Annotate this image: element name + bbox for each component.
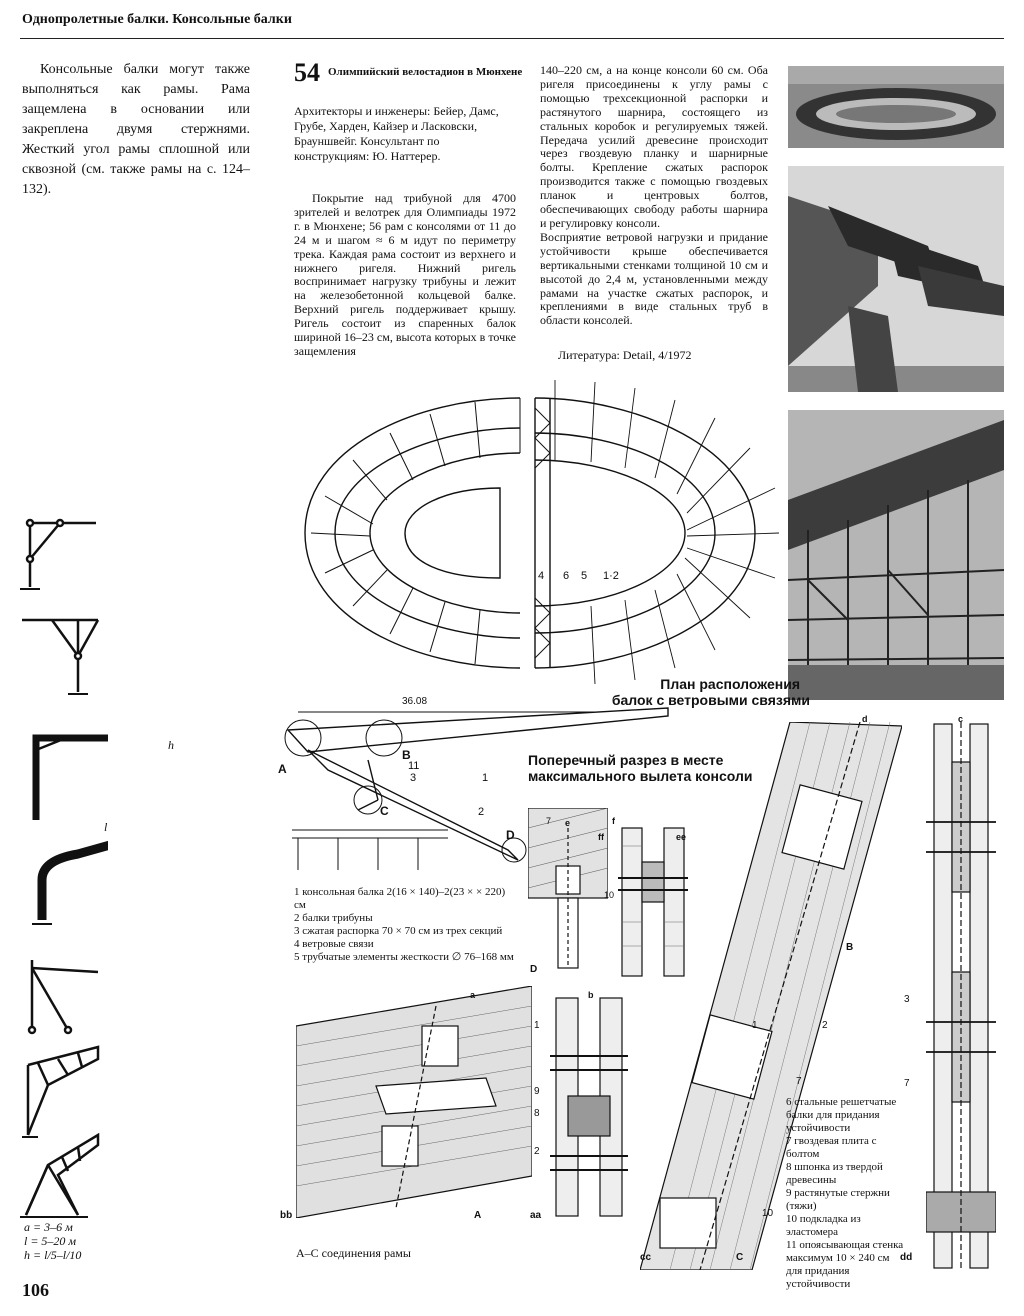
label-a: a xyxy=(470,990,476,1000)
legend-item: 10 подкладка из эластомера xyxy=(786,1213,861,1238)
diagram-rigid-corner xyxy=(32,734,138,820)
label-ff: ff xyxy=(598,832,604,842)
detail-aa-section xyxy=(548,996,630,1218)
section-point-a: A xyxy=(278,762,287,776)
section-caption-line-1: Поперечный разрез в месте xyxy=(528,752,724,768)
section-num-3: 3 xyxy=(410,772,417,784)
label-9-aa: 9 xyxy=(534,1086,540,1097)
label-2-beam: 2 xyxy=(822,1020,828,1031)
detail-joint-a xyxy=(295,985,533,1219)
legend-item: 8 шпонка из твердой древесины xyxy=(786,1161,883,1186)
page-number: 106 xyxy=(22,1280,49,1300)
section-point-b: B xyxy=(402,748,411,762)
label-3-dd: 3 xyxy=(904,994,910,1005)
label-D: D xyxy=(530,964,538,975)
diagram-t-frame xyxy=(22,618,100,695)
dim-a: a = 3–6 м xyxy=(24,1220,73,1234)
plan-label-6: 6 xyxy=(563,570,570,582)
label-aa: aa xyxy=(530,1210,542,1221)
plan-label-12: 1·2 xyxy=(603,570,619,582)
diagram-strut-cantilever xyxy=(20,518,96,590)
plan-left-half xyxy=(304,397,521,669)
body-text-column-1: Покрытие над трибуной для 4700 зрителей … xyxy=(294,191,517,358)
header-rule xyxy=(20,38,1004,39)
photo-stadium-aerial xyxy=(788,66,1004,148)
joints-caption: А–С соединения рамы xyxy=(296,1246,411,1260)
label-d: d xyxy=(862,714,868,724)
dim-l: l = 5–20 м xyxy=(24,1234,77,1248)
section-num-11: 11 xyxy=(408,760,420,772)
legend-item: 4 ветровые связи xyxy=(294,938,374,950)
label-B-beam: B xyxy=(846,942,854,953)
legend-item: 5 трубчатые элементы жесткости ∅ 76–168 … xyxy=(294,951,514,963)
legend-right: 6 стальные решетчатые балки для придания… xyxy=(786,1096,904,1291)
section-drawing: 36.08 A B C D 11 3 1 2 xyxy=(278,696,678,880)
detail-beam-bc xyxy=(639,721,903,1271)
wind-bracing xyxy=(534,398,551,668)
project-number: 54 xyxy=(294,58,320,87)
plan-caption-line-2: балок с ветровыми связями xyxy=(611,692,810,708)
label-8-aa: 8 xyxy=(534,1108,540,1119)
detail-d-section xyxy=(527,807,609,978)
label-10-beam: 10 xyxy=(762,1208,774,1219)
label-10-ee: 10 xyxy=(604,890,615,900)
label-2-aa: 2 xyxy=(534,1146,540,1157)
section-point-c: C xyxy=(380,804,389,818)
legend-left: 1 консольная балка 2(16 × 140)–2(23 × × … xyxy=(294,886,516,964)
label-dd: dd xyxy=(900,1252,913,1263)
legend-item: 3 сжатая распорка 70 × 70 см из трех сек… xyxy=(294,925,503,937)
diagram-truss-cantilever xyxy=(22,1045,100,1138)
legend-item: 9 растянутые стержни (тяжи) xyxy=(786,1187,890,1212)
label-cc: cc xyxy=(640,1252,652,1263)
intro-paragraph: Консольные балки могут также выполняться… xyxy=(22,62,250,197)
dim-label-l: l xyxy=(104,820,108,834)
diagram-space-truss xyxy=(20,1132,100,1218)
label-1-aa: 1 xyxy=(534,1020,540,1031)
label-C-beam: C xyxy=(736,1252,744,1263)
plan-caption: План расположения балок с ветровыми связ… xyxy=(588,676,810,708)
section-num-1: 1 xyxy=(482,772,489,784)
section-caption-line-2: максимального вылета консоли xyxy=(528,768,753,784)
legend-item: 2 балки трибуны xyxy=(294,912,373,924)
label-1-beam: 1 xyxy=(752,1020,758,1031)
label-7-beam: 7 xyxy=(796,1076,802,1087)
photo-construction-scaffolding xyxy=(788,410,1004,700)
plan-label-4: 4 xyxy=(538,570,545,582)
diagram-curved-corner xyxy=(32,835,130,925)
diagram-pinned-strut xyxy=(27,960,99,1035)
label-7-d: 7 xyxy=(546,816,552,826)
label-7-dd: 7 xyxy=(904,1078,910,1089)
detail-ee-section xyxy=(618,826,688,978)
label-ee: ee xyxy=(676,832,687,842)
dim-h: h = l/5–l/10 xyxy=(24,1248,82,1262)
plan-drawing: 4 6 5 1·2 xyxy=(295,378,785,688)
section-caption: Поперечный разрез в месте максимального … xyxy=(528,752,752,784)
plan-label-5: 5 xyxy=(581,570,588,582)
project-credits: Архитекторы и инженеры: Бейер, Дамс, Гру… xyxy=(294,104,499,163)
plan-right-half xyxy=(534,380,780,685)
label-f: f xyxy=(612,816,615,826)
label-b: b xyxy=(588,990,594,1000)
dim-label-h: h xyxy=(168,738,174,752)
body-text-column-2: 140–220 см, а на конце консоли 60 см. Об… xyxy=(540,63,768,328)
photo-cantilever-roof xyxy=(788,166,1004,392)
legend-item: 11 опоясывающая стенка максимум 10 × 240… xyxy=(786,1239,904,1290)
frame-diagrams xyxy=(18,515,138,1220)
section-dimension: 36.08 xyxy=(402,696,428,707)
literature-reference: Литература: Detail, 4/1972 xyxy=(558,348,692,362)
dimension-notes: a = 3–6 м l = 5–20 м h = l/5–l/10 xyxy=(24,1220,81,1262)
label-e: e xyxy=(565,818,571,828)
legend-item: 7 гвоздевая плита с болтом xyxy=(786,1135,877,1160)
label-bb: bb xyxy=(280,1210,293,1221)
section-num-2: 2 xyxy=(478,806,485,818)
label-A-joint: A xyxy=(474,1210,482,1221)
project-title: Олимпийский велостадион в Мюнхене xyxy=(328,66,523,78)
label-c: c xyxy=(958,714,964,724)
section-point-d: D xyxy=(506,828,515,842)
legend-item: 1 консольная балка 2(16 × 140)–2(23 × × … xyxy=(294,886,506,911)
plan-caption-line-1: План расположения xyxy=(660,676,800,692)
legend-item: 6 стальные решетчатые балки для придания… xyxy=(786,1096,897,1134)
running-title: Однопролетные балки. Консольные балки xyxy=(22,12,292,27)
detail-dd-section xyxy=(925,722,997,1270)
